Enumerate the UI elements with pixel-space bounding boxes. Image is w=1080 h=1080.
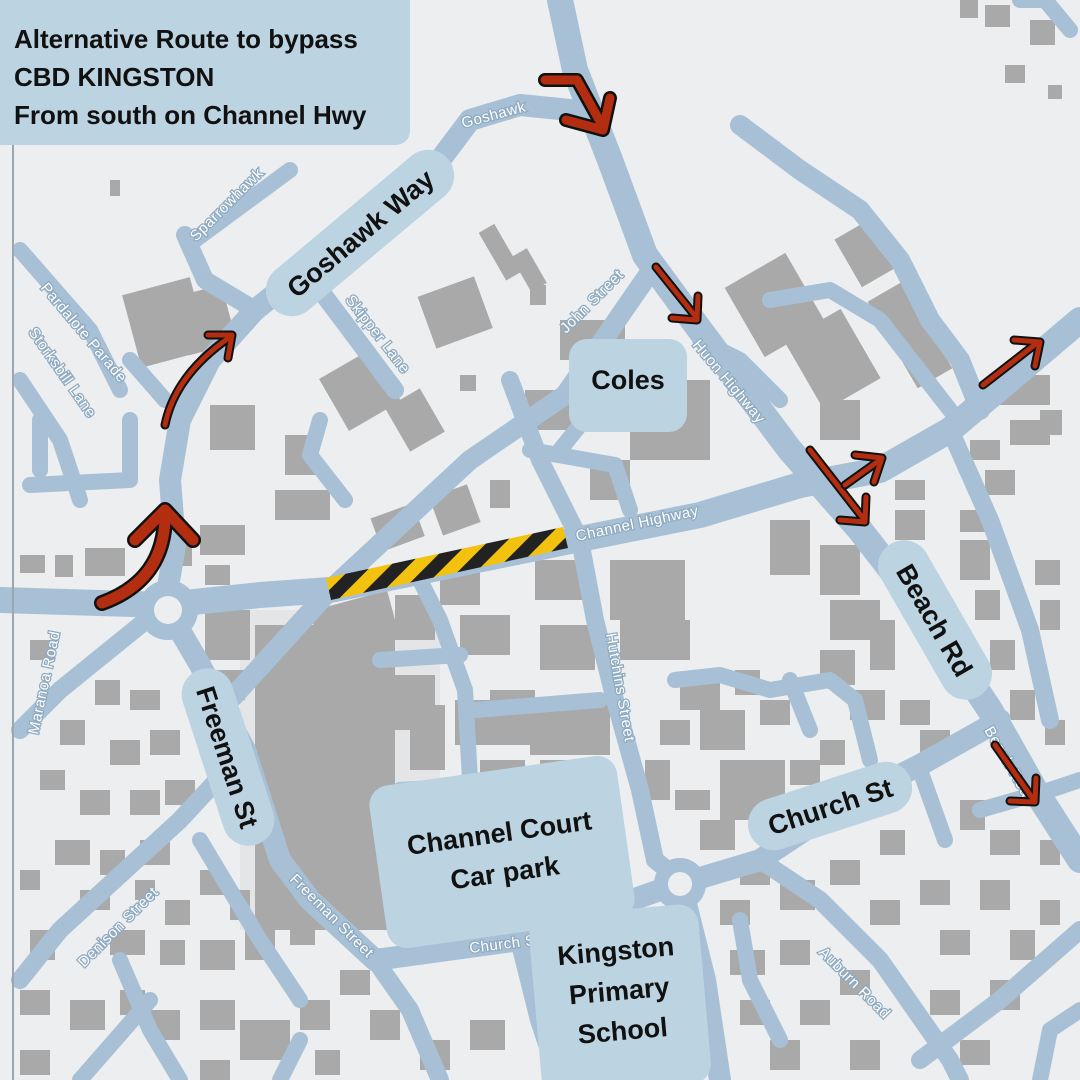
title-line-1: Alternative Route to bypass [14,24,358,54]
roundabout-west-island [154,596,182,624]
title-line-2: CBD KINGSTON [14,62,215,92]
coles-text: Coles [591,365,665,395]
kingston-primary-school-label: Kingston Primary School [529,904,711,1080]
roundabout-south-island [668,872,692,896]
church-st-label: Church St [747,761,913,851]
route-title-box: Alternative Route to bypass CBD KINGSTON… [0,0,410,145]
route-arrow-beach-road [990,740,1041,807]
coles-label: Coles [569,339,687,432]
route-arrow-northeast [978,335,1045,390]
channel-court-car-park-label: Channel Court Car park [369,755,635,949]
route-arrow-huon-2 [805,445,871,527]
route-arrow-huon-1 [651,262,703,325]
route-arrow-goshawk-top [538,73,617,137]
route-arrows [94,73,1045,807]
route-arrow-channel-east [840,450,887,490]
road-closure-barrier [326,527,568,600]
route-arrow-start [94,502,201,611]
title-line-3: From south on Channel Hwy [14,100,367,130]
route-arrow-goshawk-approach [160,330,237,430]
